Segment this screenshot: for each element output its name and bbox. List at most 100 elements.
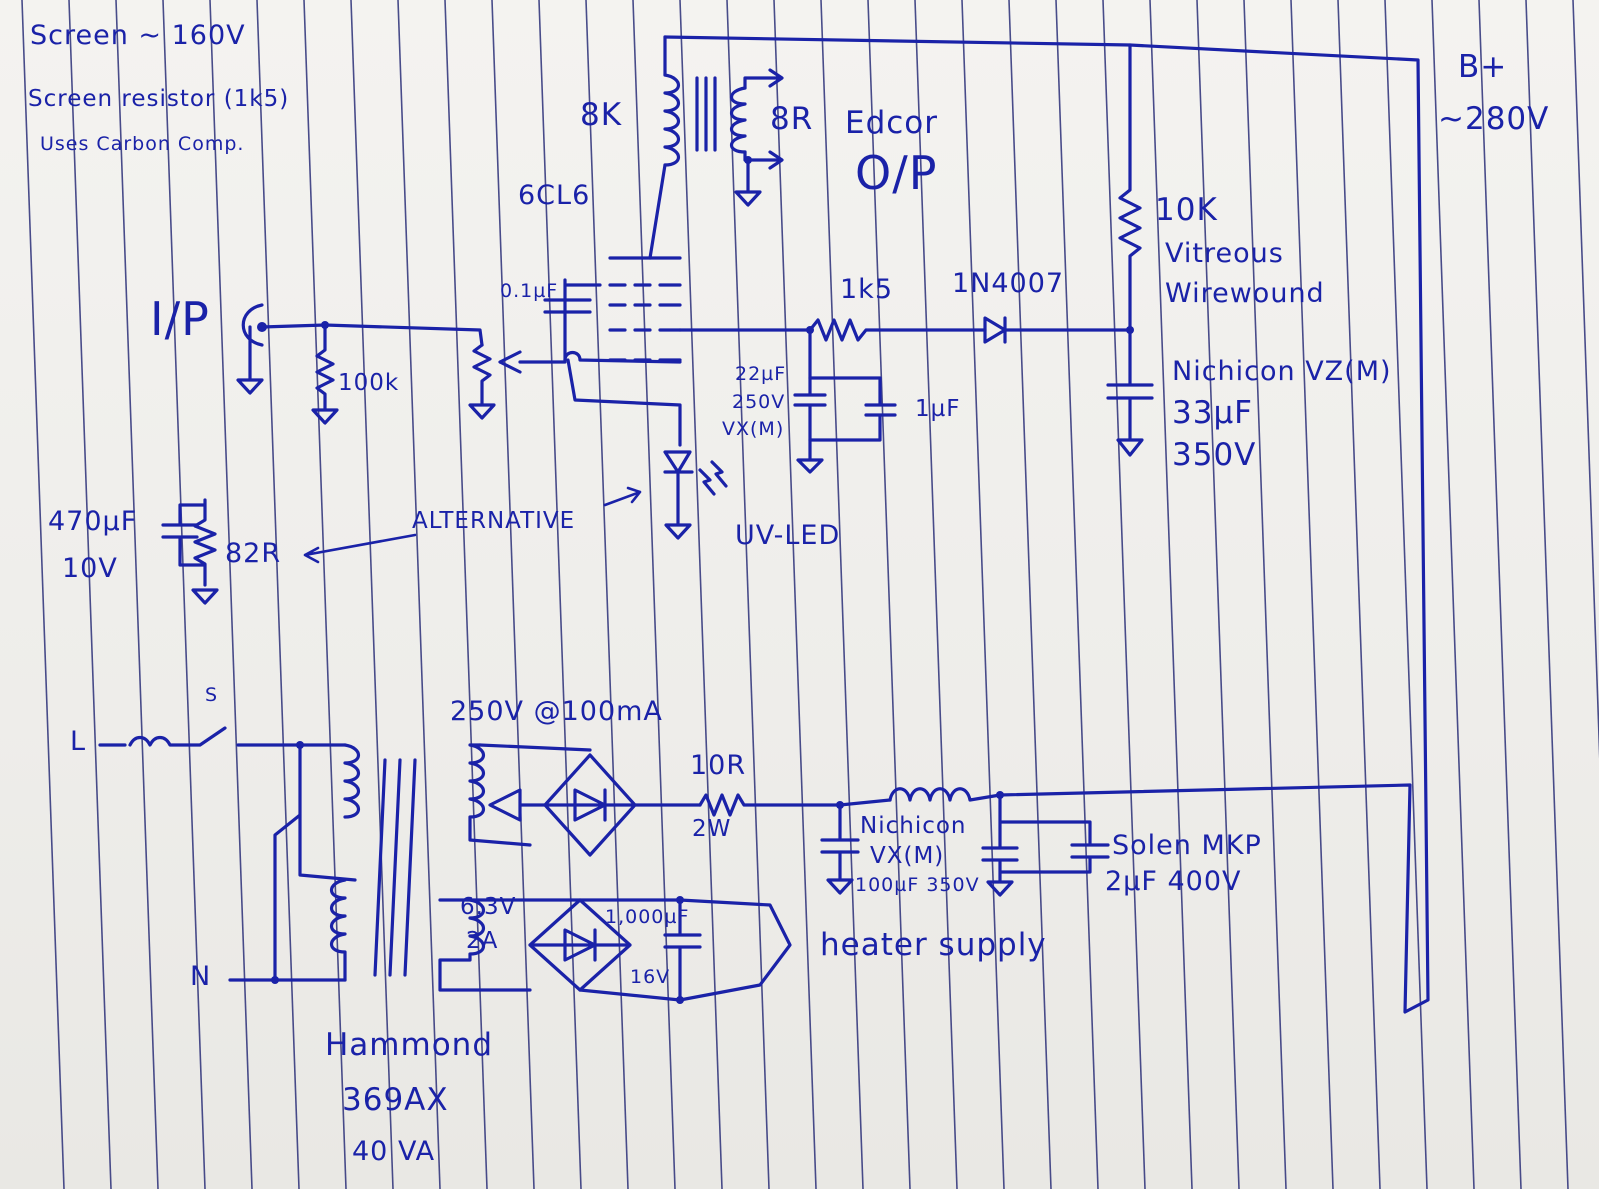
ot-core bbox=[695, 76, 717, 152]
ruled-line bbox=[1384, 0, 1428, 1189]
filter-cap bbox=[820, 798, 892, 895]
filter-cap-brand: Nichicon bbox=[860, 813, 967, 839]
screen-cap-type: VX(M) bbox=[722, 418, 785, 440]
filter-cap-value: 100µF 350V bbox=[855, 874, 980, 896]
mains-brand: Hammond bbox=[325, 1027, 493, 1063]
transformer-type: O/P bbox=[855, 146, 938, 200]
series-resistor-power: 2W bbox=[692, 816, 732, 842]
primary-coil-bottom bbox=[329, 878, 347, 982]
mains-wiring bbox=[228, 743, 357, 982]
ruled-line bbox=[115, 0, 159, 1189]
ht-secondary bbox=[468, 743, 532, 847]
ruled-line bbox=[1008, 0, 1052, 1189]
dropper-type-1: Vitreous bbox=[1165, 238, 1284, 269]
screen-cap-value: 22µF bbox=[735, 363, 787, 385]
dropper-value: 10K bbox=[1155, 192, 1218, 228]
coupling-cap-label: 0.1µF bbox=[500, 280, 559, 302]
ot-secondary-top bbox=[743, 68, 784, 90]
ht-bridge bbox=[478, 743, 702, 857]
reservoir-cap bbox=[1106, 328, 1154, 457]
heater-cap-value: 1,000µF bbox=[605, 906, 690, 928]
choke bbox=[888, 787, 1002, 802]
ruled-line bbox=[632, 0, 676, 1189]
ruled-line bbox=[726, 0, 770, 1189]
bypass-cap-loop bbox=[808, 376, 897, 442]
filter-cap-type: VX(M) bbox=[870, 843, 945, 869]
uv-led-label: UV-LED bbox=[735, 520, 841, 551]
grid-resistor-label: 100k bbox=[338, 370, 400, 396]
cathode-resistor-label: 82R bbox=[225, 538, 282, 569]
dropper-resistor bbox=[1118, 43, 1142, 332]
cathode-cap-value: 470µF bbox=[48, 506, 138, 537]
ruled-line bbox=[397, 0, 441, 1189]
film-cap-brand: Solen MKP bbox=[1112, 830, 1262, 861]
ruled-line bbox=[538, 0, 582, 1189]
screen-resistor-label: 1k5 bbox=[840, 274, 893, 305]
dropper-type-2: Wirewound bbox=[1165, 278, 1325, 309]
heater-secondary bbox=[438, 898, 532, 992]
reservoir-value: 33µF bbox=[1172, 395, 1254, 431]
heater-winding-voltage: 6.3V bbox=[460, 894, 517, 920]
cathode-cap-voltage: 10V bbox=[62, 553, 118, 584]
ruled-line bbox=[1290, 0, 1334, 1189]
primary-coil-top bbox=[343, 743, 361, 819]
neutral-label: N bbox=[190, 961, 212, 992]
mains-model: 369AX bbox=[342, 1082, 449, 1118]
secondary-impedance: 8R bbox=[770, 101, 814, 137]
screen-resistor bbox=[808, 318, 987, 342]
mains-rating: 40 VA bbox=[352, 1136, 436, 1167]
ot-primary-coil bbox=[663, 73, 681, 167]
input-jack bbox=[236, 303, 264, 395]
note-carbon-comp: Uses Carbon Comp. bbox=[40, 133, 245, 155]
alternative-arrow bbox=[303, 486, 642, 564]
ruled-line bbox=[1196, 0, 1240, 1189]
note-screen-resistor: Screen resistor (1k5) bbox=[28, 86, 290, 112]
ruled-line bbox=[679, 0, 723, 1189]
ruled-line bbox=[1102, 0, 1146, 1189]
ruled-line bbox=[21, 0, 65, 1189]
tube-label: 6CL6 bbox=[518, 180, 591, 211]
ruled-line bbox=[585, 0, 629, 1189]
bplus-label: B+ bbox=[1458, 49, 1508, 85]
ruled-line bbox=[1243, 0, 1287, 1189]
uv-led bbox=[663, 450, 728, 540]
live-label: L bbox=[70, 726, 87, 757]
ruled-line bbox=[162, 0, 206, 1189]
film-cap bbox=[981, 793, 1110, 897]
ruled-line bbox=[867, 0, 911, 1189]
tube-grids bbox=[608, 283, 682, 362]
ot-secondary-coil bbox=[729, 86, 747, 154]
ot-plate-lead bbox=[648, 163, 667, 260]
note-screen-voltage: Screen ~ 160V bbox=[30, 20, 246, 51]
ruled-line bbox=[820, 0, 864, 1189]
heater-cap bbox=[578, 898, 792, 1002]
primary-impedance: 8K bbox=[580, 97, 623, 133]
screen-cap bbox=[793, 328, 827, 474]
switch-label: S bbox=[205, 684, 219, 706]
ruled-line bbox=[773, 0, 817, 1189]
reservoir-voltage: 350V bbox=[1172, 437, 1257, 473]
ruled-line bbox=[1337, 0, 1381, 1189]
ruled-line bbox=[350, 0, 394, 1189]
input-wire bbox=[260, 323, 484, 347]
heater-cap-voltage: 16V bbox=[630, 966, 671, 988]
tube-cathode bbox=[563, 350, 682, 447]
ruled-line bbox=[303, 0, 347, 1189]
ruled-line bbox=[209, 0, 253, 1189]
series-resistor-label: 10R bbox=[690, 750, 747, 781]
ruled-line bbox=[1055, 0, 1099, 1189]
bypass-cap-label: 1µF bbox=[915, 396, 961, 422]
ruled-line bbox=[1149, 0, 1193, 1189]
ht-tap bbox=[488, 788, 547, 822]
ruled-line bbox=[1431, 0, 1475, 1189]
film-cap-value: 2µF 400V bbox=[1105, 866, 1242, 897]
ruled-line bbox=[961, 0, 1005, 1189]
diode-1n4007 bbox=[983, 316, 1132, 344]
transformer-brand: Edcor bbox=[845, 105, 939, 141]
ruled-line bbox=[256, 0, 300, 1189]
ruled-line bbox=[1572, 0, 1599, 759]
ruled-line bbox=[914, 0, 958, 1189]
